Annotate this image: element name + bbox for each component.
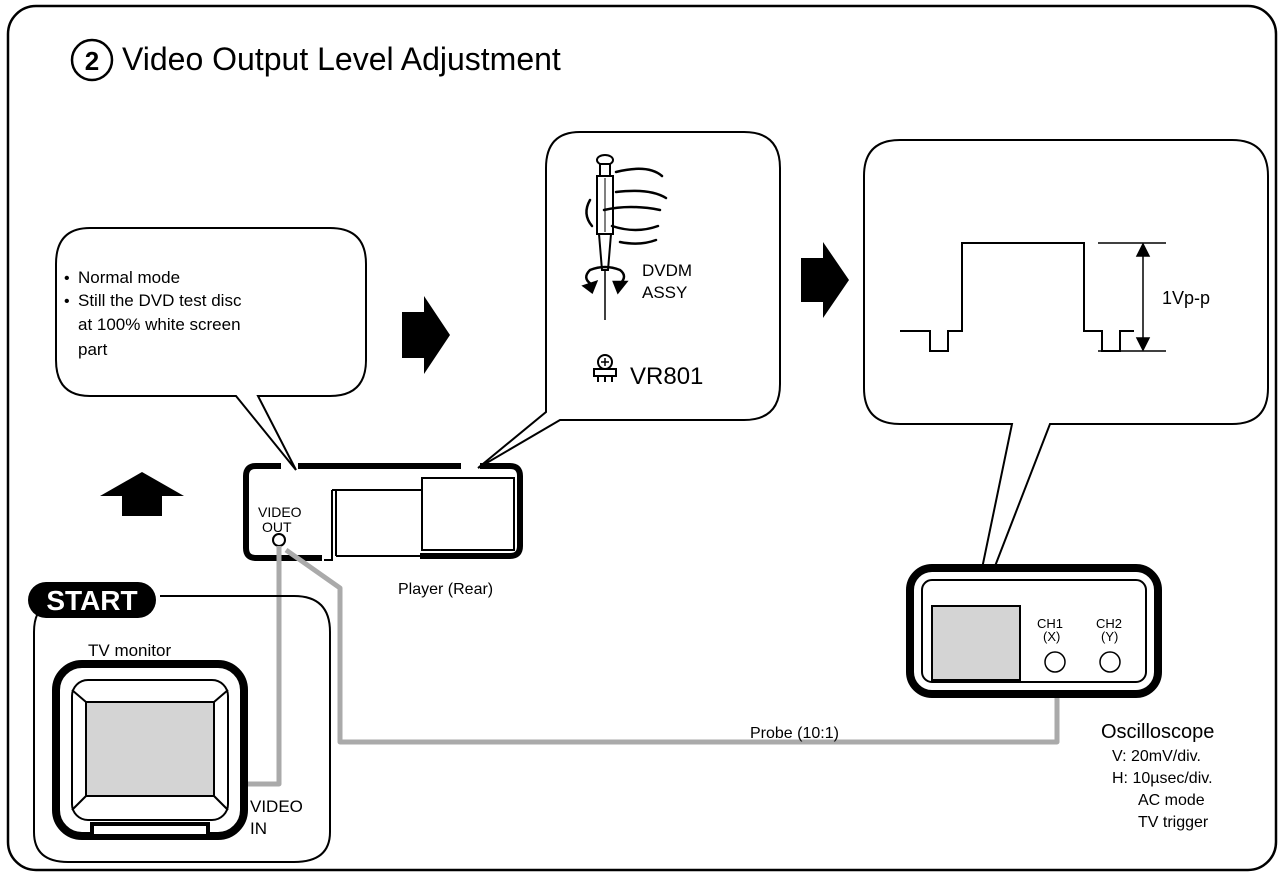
arrow-right-icon <box>801 242 849 318</box>
video-out-label-2: OUT <box>262 519 292 535</box>
oscilloscope <box>906 564 1162 698</box>
condition-line-3: at 100% white screen <box>78 315 241 334</box>
video-out-label-1: VIDEO <box>258 504 302 520</box>
potentiometer-icon <box>593 354 617 382</box>
ch2-input-jack[interactable] <box>1099 651 1121 673</box>
condition-line-1: Normal mode <box>78 268 180 287</box>
tv-monitor <box>52 660 248 840</box>
arrow-right-icon <box>402 296 450 374</box>
bullet-1: • <box>64 270 70 287</box>
oscilloscope-setting-3: AC mode <box>1138 792 1205 809</box>
arrow-up-icon <box>100 472 184 516</box>
ch2-sub-label: (Y) <box>1101 629 1118 644</box>
ch1-input-jack[interactable] <box>1044 651 1066 673</box>
video-in-label-1: VIDEO <box>250 797 303 816</box>
screwdriver-icon <box>596 154 614 320</box>
condition-line-2: Still the DVD test disc <box>78 291 242 310</box>
amplitude-label: 1Vp-p <box>1162 288 1210 308</box>
ch1-label: CH1 <box>1037 616 1063 631</box>
bullet-2: • <box>64 293 70 310</box>
tv-screen <box>85 701 215 797</box>
player-caption: Player (Rear) <box>398 581 493 598</box>
video-in-label-2: IN <box>250 819 267 838</box>
start-group-box <box>33 595 331 863</box>
board-name-line-2: ASSY <box>642 283 687 302</box>
video-cable <box>246 546 1060 787</box>
conditions-bubble <box>55 227 367 471</box>
video-out-jack[interactable] <box>272 533 286 547</box>
oscilloscope-setting-4: TV trigger <box>1138 814 1209 831</box>
start-badge <box>28 582 156 618</box>
amplitude-marker <box>1098 242 1166 352</box>
oscilloscope-setting-1: V: 20mV/div. <box>1112 748 1201 765</box>
oscilloscope-setting-2: H: 10µsec/div. <box>1112 770 1213 787</box>
start-badge-label: START <box>46 585 137 616</box>
waveform-bubble <box>863 139 1269 637</box>
ch2-label: CH2 <box>1096 616 1122 631</box>
adjustment-bubble <box>477 131 781 469</box>
probe-label: Probe (10:1) <box>750 725 839 742</box>
tv-monitor-label: TV monitor <box>88 641 171 660</box>
control-name: VR801 <box>630 363 703 390</box>
board-name-line-1: DVDM <box>642 261 692 280</box>
oscilloscope-screen <box>931 605 1021 681</box>
player-rear-panel <box>243 463 523 561</box>
step-number-badge: 2 <box>70 38 114 82</box>
oscilloscope-title: Oscilloscope <box>1101 721 1214 743</box>
rotate-icon <box>581 265 629 295</box>
hand-icon <box>585 167 668 245</box>
condition-line-4: part <box>78 340 108 359</box>
ch1-sub-label: (X) <box>1043 629 1060 644</box>
step-number: 2 <box>85 46 99 76</box>
page-title: Video Output Level Adjustment <box>122 41 561 77</box>
